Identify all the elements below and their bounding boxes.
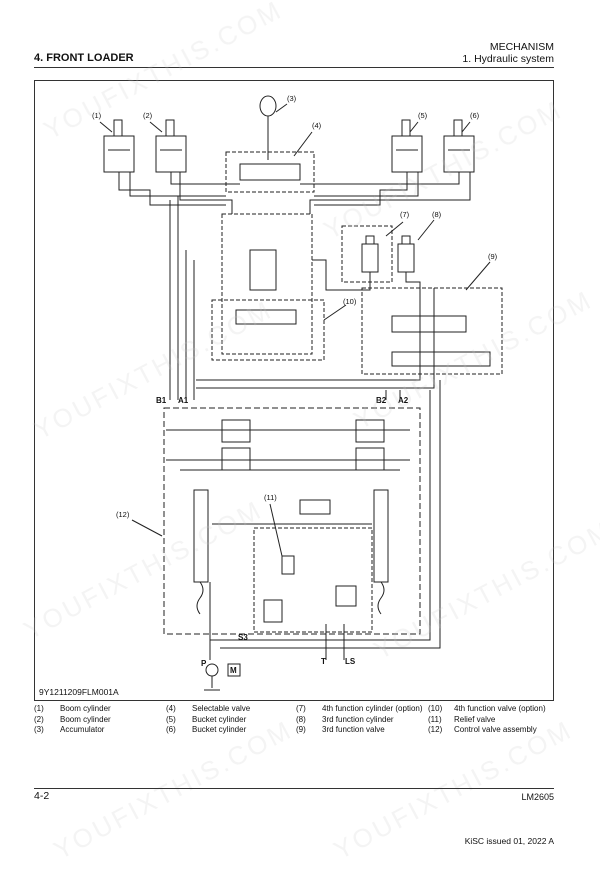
callout-3: (3) [287,94,297,103]
control-valve-assembly-12 [163,407,421,635]
footer-rule [34,788,554,789]
watermark: YOUFIXTHIS.COM [319,94,568,245]
legend-item: (11)Relief valve [428,714,496,724]
legend-item: (7)4th function cylinder (option) [296,704,423,713]
port-ls: LS [345,657,356,666]
callout-11: (11) [264,493,277,502]
watermark: YOUFIXTHIS.COM [369,514,600,665]
port-s3: S3 [238,633,248,642]
callout-6: (6) [470,111,480,120]
port-m: M [230,666,237,675]
legend-item: (9)3rd function valve [296,725,385,735]
third-function-valve-9 [361,287,503,375]
callout-2: (2) [143,111,153,120]
fourth-function-valve-10 [211,299,325,361]
bucket-cylinder-5 [391,119,423,173]
watermark: YOUFIXTHIS.COM [19,494,268,645]
relief-valve-11 [281,555,295,575]
callout-1: (1) [92,111,102,120]
port-b1: B1 [156,396,167,405]
diagram-frame [34,80,554,701]
legend-item: (2)Boom cylinder [34,714,111,724]
legend-item: (5)Bucket cylinder [166,714,247,724]
third-function-cylinder-8 [397,235,415,273]
motor-symbol [227,663,241,677]
subsection-title: 1. Hydraulic system [462,53,554,65]
pump-symbol [205,663,219,677]
port-a2: A2 [398,396,409,405]
legend-item: (3)Accumulator [34,725,105,735]
callout-5: (5) [418,111,428,120]
callout-8: (8) [432,210,442,219]
legend-item: (6)Bucket cylinder [166,725,247,735]
watermark: YOUFIXTHIS.COM [29,294,278,445]
legend-item: (1)Boom cylinder [34,704,111,713]
watermark: YOUFIXTHIS.COM [349,284,598,435]
section-title: 4. FRONT LOADER [34,52,134,64]
callout-4: (4) [312,121,322,130]
legend-item: (4)Selectable valve [166,704,251,713]
port-p: P [201,659,207,668]
fourth-function-cylinder-7 [361,235,379,273]
legend-item: (12)Control valve assembly [428,725,537,735]
legend-item: (10)4th function valve (option) [428,704,546,713]
callout-9: (9) [488,252,498,261]
watermark: YOUFIXTHIS.COM [49,714,298,865]
legend-item: (8)3rd function cylinder [296,714,394,724]
category-title: MECHANISM [489,41,554,53]
callout-12: (12) [116,510,130,519]
figure-code: 9Y1211209FLM001A [39,687,119,697]
port-b2: B2 [376,396,387,405]
accumulator-3 [259,95,277,160]
port-a1: A1 [178,396,189,405]
issue-info: KiSC issued 01, 2022 A [464,836,554,846]
callout-10: (10) [343,297,357,306]
selectable-valve-4 [225,151,315,193]
boom-cylinder-1 [103,119,135,173]
callout-7: (7) [400,210,410,219]
page-number: 4-2 [34,790,50,802]
boom-cylinder-2 [155,119,187,173]
watermark: YOUFIXTHIS.COM [39,0,288,145]
model-code: LM2605 [521,792,554,802]
port-t: T [321,657,326,666]
header-rule [34,67,554,68]
